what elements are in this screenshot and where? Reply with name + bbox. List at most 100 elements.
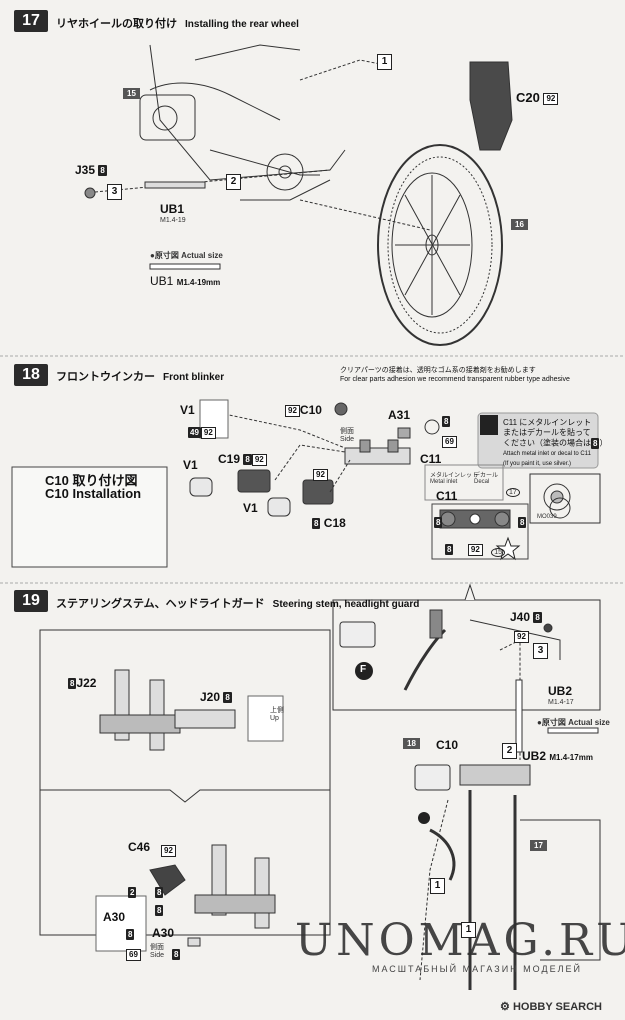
up-en: Up — [270, 715, 279, 722]
ub1-actual: UB1 M1.4-19mm — [150, 274, 220, 288]
footer-brand: ⚙ HOBBY SEARCH — [500, 1000, 602, 1013]
color-code: 8 — [518, 517, 527, 529]
part-v1b: V1 — [243, 501, 258, 515]
ub2-actual: UB2 M1.4-17mm — [522, 749, 593, 763]
actual-size-jp: ●原寸図 — [150, 251, 179, 260]
step-title-jp: フロントウインカー — [56, 371, 155, 383]
c11-note-line: またはデカールを貼って — [503, 428, 591, 437]
ref-tag-16: 16 — [511, 219, 528, 230]
color-code: 92 — [161, 844, 176, 857]
part-c20: C20 92 — [516, 90, 559, 105]
part-c20-label: C20 — [516, 90, 540, 105]
ref-tag-17: 17 — [530, 840, 547, 851]
a31-colors: 8 69 — [442, 413, 457, 451]
decal-number: 15 — [491, 548, 506, 557]
part-v1: V1 — [183, 458, 198, 472]
part-j35-label: J35 — [75, 163, 96, 177]
part-ub2: UB2 — [548, 684, 573, 698]
part-ub1-size: M1.4-19 — [160, 217, 186, 224]
part-j40: J40 8 — [510, 610, 542, 624]
ref-tag-18: 18 — [403, 738, 420, 749]
color-code: 92 — [543, 92, 559, 105]
decal-en: Decal — [474, 479, 490, 485]
part-ub1: UB1 — [160, 202, 185, 216]
part-c19-label: C19 — [218, 452, 241, 466]
mo-code: MO039 — [537, 514, 557, 520]
decal-number: 17 — [506, 488, 520, 497]
brand-text: HOBBY SEARCH — [512, 1001, 602, 1013]
color-code: 8 — [591, 438, 600, 449]
a30b-color: 8 — [172, 946, 181, 964]
c11-note-line: ） — [599, 438, 608, 448]
ref-tag-15: 15 — [123, 88, 140, 99]
step-title: リヤホイールの取り付け Installing the rear wheel — [56, 15, 299, 31]
star-icon — [495, 536, 521, 561]
brand-icon: ⚙ — [500, 1001, 510, 1013]
f-marker: F — [360, 664, 367, 675]
part-c46: C46 — [128, 840, 151, 854]
watermark-logo: UNOMAG.RU — [295, 915, 625, 966]
part-v1-box: V1 — [180, 403, 195, 417]
clear-note-en: For clear parts adhesion we recommend tr… — [340, 376, 570, 383]
part-c10-s19: C10 — [436, 738, 459, 752]
step-title-en: Installing the rear wheel — [185, 19, 299, 30]
ub1-actual-size: M1.4-19mm — [176, 278, 221, 287]
part-c18-label: C18 — [323, 516, 346, 530]
decal-jp: デカール — [474, 473, 499, 479]
metal-jp: メタルインレット — [430, 473, 479, 479]
c46-color: 92 — [161, 842, 176, 860]
color-code: 8 — [223, 692, 232, 704]
part-a30b: A30 — [152, 926, 175, 940]
part-j22-label: J22 — [76, 676, 97, 690]
step-title-jp: リヤホイールの取り付け — [56, 18, 177, 30]
seq-3: 3 — [533, 643, 548, 659]
color-code: 69 — [442, 435, 457, 448]
c11-note-line: ください（塗装の場合は — [503, 438, 591, 448]
part-c18: 8 C18 — [312, 516, 346, 530]
side-en: Side — [150, 952, 165, 959]
c46-seq: 2 — [128, 884, 137, 902]
seq-1a: 1 — [430, 878, 445, 894]
part-a31: A31 — [388, 408, 411, 422]
step-title-jp: ステアリングステム、ヘッドライトガード — [56, 598, 265, 610]
ub1-actual-label: UB1 — [150, 274, 174, 288]
part-j40-label: J40 — [510, 610, 531, 624]
clear-parts-note: クリアパーツの接着は、透明なゴム系の接着剤をお勧めします For clear p… — [340, 366, 570, 384]
c11-colors-bottom: 8 92 15 — [445, 541, 506, 559]
c10-installation-en: C10 Installation — [45, 486, 142, 501]
color-code: 8 — [533, 612, 542, 624]
actual-size-label: ●原寸図 Actual size — [150, 250, 223, 261]
c46-col-a: 8 — [155, 884, 164, 902]
color-code: 8 — [442, 416, 451, 428]
step-number: 17 — [14, 10, 48, 32]
actual-size-jp: ●原寸図 — [537, 718, 566, 727]
c46-col-b: 8 — [155, 902, 164, 920]
color-code: 69 — [126, 948, 141, 961]
part-j20: J20 8 — [200, 690, 232, 704]
color-code: 8 — [243, 454, 252, 466]
actual-size-en: Actual size — [181, 251, 223, 260]
metal-en: Metal inlet — [430, 479, 458, 485]
part-c11: C11 — [420, 452, 442, 466]
c11-color-r: 8 — [518, 514, 527, 532]
color-code: 92 — [251, 453, 267, 466]
color-code: 8 — [445, 544, 454, 556]
side-jp: 側面 — [150, 944, 164, 951]
color-code: 49 — [188, 427, 201, 439]
seq-1b: 1 — [461, 922, 476, 938]
color-code: 8 — [172, 949, 181, 961]
c11-note-line: (If you paint it, use silver.) — [503, 461, 572, 467]
c11-color-l: 8 — [434, 514, 443, 532]
c10-installation-jp: C10 取り付け図 — [45, 473, 138, 488]
color-code: 92 — [200, 426, 216, 439]
seq-2: 2 — [226, 174, 241, 190]
